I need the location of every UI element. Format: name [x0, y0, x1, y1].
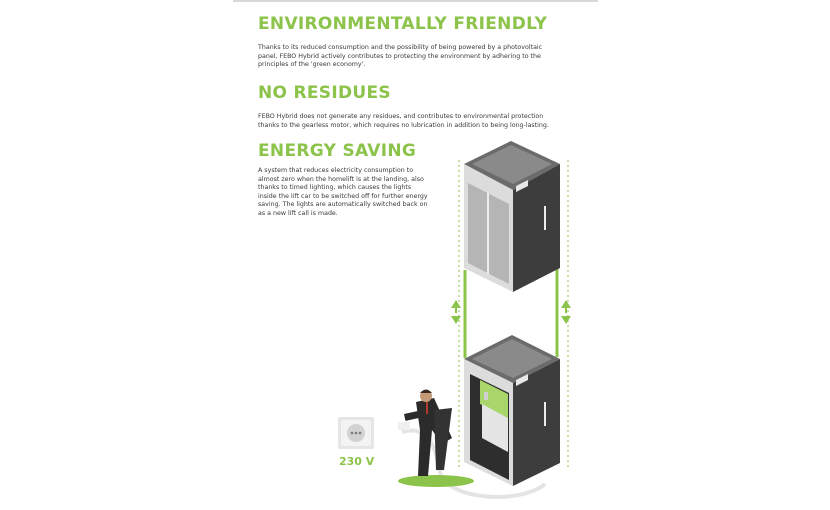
- paragraph-energy-saving: A system that reduces electricity consum…: [258, 167, 428, 217]
- page-top-edge: [233, 0, 598, 2]
- heading-environmentally-friendly: ENVIRONMENTALLY FRIENDLY: [258, 14, 548, 34]
- up-down-arrow-icon: [451, 300, 461, 324]
- heading-no-residues: NO RESIDUES: [258, 83, 391, 103]
- lift-car-icon: [464, 141, 560, 292]
- wall-socket-icon: [338, 417, 374, 449]
- paragraph-no-residues: FEBO Hybrid does not generate any residu…: [258, 113, 549, 129]
- businessman-icon: [398, 389, 474, 487]
- paragraph-environmentally-friendly: Thanks to its reduced consumption and th…: [258, 44, 543, 69]
- travel-lines: [463, 268, 559, 358]
- dashed-guide-lines: [458, 160, 569, 470]
- voltage-label: 230 V: [339, 455, 375, 468]
- up-down-arrow-icon: [561, 300, 571, 324]
- heading-energy-saving: ENERGY SAVING: [258, 141, 417, 161]
- open-lift-car-icon: [464, 335, 560, 486]
